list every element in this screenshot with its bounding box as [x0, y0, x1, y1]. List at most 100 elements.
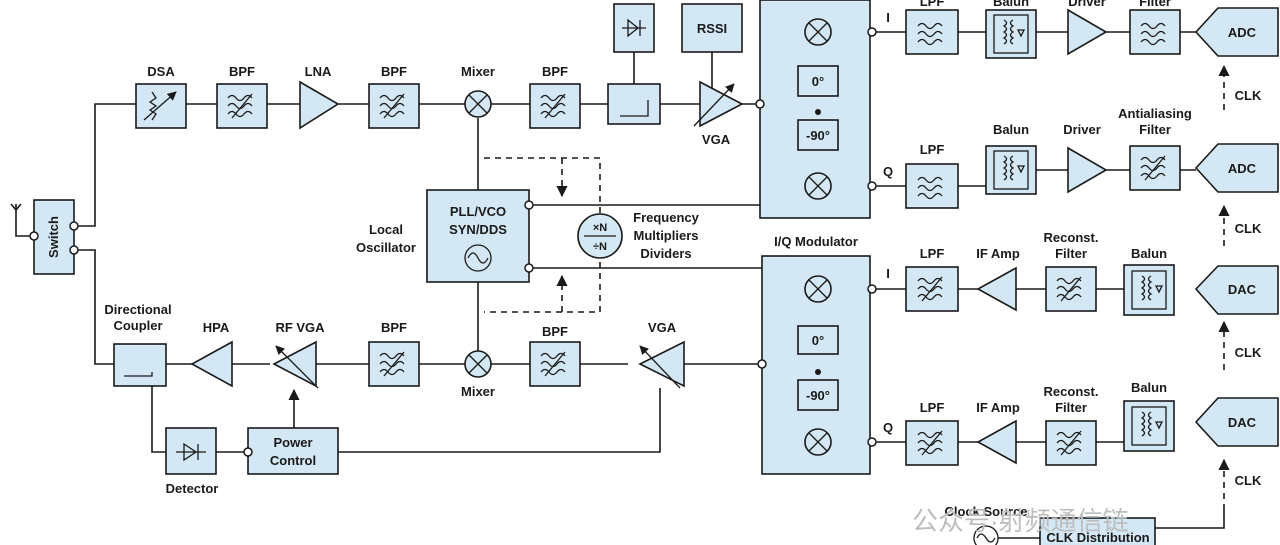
bpf-rx-1: BPF — [216, 64, 268, 129]
tx-i-path: LPF IF Amp Reconst. Filter Balun DAC CLK — [905, 230, 1279, 360]
dac-2-label: DAC — [1228, 415, 1257, 430]
tx-q-lpf-label: LPF — [920, 400, 945, 415]
clock-source-label: Clock Source — [944, 504, 1027, 519]
dac-1-label: DAC — [1228, 282, 1257, 297]
rssi-label: RSSI — [697, 21, 727, 36]
switch-label: Switch — [46, 216, 61, 258]
tx-q-reconst-label: Reconst. — [1044, 384, 1099, 399]
adc-2-label: ADC — [1228, 161, 1257, 176]
bpf-rx-3-label: BPF — [542, 64, 568, 79]
bpf-tx-1: BPF — [368, 320, 420, 387]
watermark-text: 公众号·射频通信链 — [912, 506, 1129, 536]
directional-coupler: Directional Coupler — [104, 302, 172, 387]
rx-i-filter-label: Filter — [1139, 0, 1171, 9]
clock-section: Clock Source CLK Distribution — [944, 504, 1156, 545]
bpf-rx-2: BPF — [368, 64, 420, 129]
lna-label: LNA — [305, 64, 332, 79]
freq-line1: Frequency — [633, 210, 700, 225]
bpf-tx-2: BPF — [529, 324, 581, 387]
bpf-rx-1-label: BPF — [229, 64, 255, 79]
freq-line2: Multipliers — [633, 228, 698, 243]
rx-i-balun-label: Balun — [993, 0, 1029, 9]
rx-i-lpf-label: LPF — [920, 0, 945, 9]
demod-0deg-label: 0° — [812, 74, 824, 89]
vga-rx: VGA — [693, 80, 744, 147]
power-control-block: Power Control — [243, 427, 339, 475]
power-label: Power — [273, 435, 312, 450]
vga-tx: VGA — [638, 320, 685, 389]
clk-distribution-label: CLK Distribution — [1046, 530, 1149, 545]
clk-3-label: CLK — [1235, 345, 1262, 360]
clk-4-label: CLK — [1235, 473, 1262, 488]
bpf-rx-2-label: BPF — [381, 64, 407, 79]
pll-line2: SYN/DDS — [449, 222, 507, 237]
hpa-block: HPA — [190, 320, 233, 388]
switch-block: Switch — [29, 199, 79, 275]
pll-vco-block: PLL/VCO SYN/DDS — [426, 189, 534, 283]
mixer-rx: Mixer — [461, 64, 495, 118]
coupler-rx — [607, 83, 661, 125]
tx-q-path: LPF IF Amp Reconst. Filter Balun DAC CLK — [905, 380, 1279, 488]
iq-modulator: 0° -90° — [757, 255, 877, 475]
dsa-block: DSA — [135, 64, 187, 129]
tx-i-ifamp-label: IF Amp — [976, 246, 1020, 261]
clk-2-label: CLK — [1235, 221, 1262, 236]
rf-vga-label: RF VGA — [275, 320, 325, 335]
detector-label: Detector — [166, 481, 219, 496]
rx-q-balun-label: Balun — [993, 122, 1029, 137]
directional-label: Directional — [104, 302, 171, 317]
mod-q-label: Q — [883, 420, 893, 435]
tx-i-lpf-label: LPF — [920, 246, 945, 261]
detector-tx: Detector — [165, 427, 219, 496]
control-label: Control — [270, 453, 316, 468]
bpf-tx-1-label: BPF — [381, 320, 407, 335]
mixer-tx: Mixer — [461, 350, 495, 399]
rx-q-antialiasing-label: Antialiasing — [1118, 106, 1192, 121]
lna-block: LNA — [299, 64, 340, 130]
rx-q-filter-label: Filter — [1139, 122, 1171, 137]
rx-i-path: LPF Balun Driver Filter ADC CLK — [905, 0, 1279, 103]
oscillator-label: Oscillator — [356, 240, 416, 255]
vga-rx-label: VGA — [702, 132, 731, 147]
tx-q-ifamp-label: IF Amp — [976, 400, 1020, 415]
dsa-label: DSA — [147, 64, 175, 79]
adc-1-label: ADC — [1228, 25, 1257, 40]
local-oscillator-label: Local Oscillator — [356, 222, 416, 255]
mod-i-label: I — [886, 266, 890, 281]
mod-0deg-label: 0° — [812, 333, 824, 348]
tx-i-filter-label: Filter — [1055, 246, 1087, 261]
freq-mult-div-block: ×N ÷N — [577, 213, 623, 259]
freq-mult-label-group: Frequency Multipliers Dividers — [633, 210, 700, 261]
demod-90deg-label: -90° — [806, 128, 830, 143]
tx-i-reconst-label: Reconst. — [1044, 230, 1099, 245]
rf-vga-block: RF VGA — [272, 320, 325, 389]
div-label: ÷N — [593, 241, 607, 253]
detector-rx — [613, 3, 655, 53]
antenna-icon — [10, 203, 22, 214]
iq-demodulator: 0° -90° — [755, 0, 877, 219]
freq-line3: Dividers — [640, 246, 691, 261]
pll-line1: PLL/VCO — [450, 204, 506, 219]
rx-q-path: LPF Balun Driver Antialiasing Filter ADC… — [905, 106, 1279, 236]
coupler-label: Coupler — [113, 318, 162, 333]
demod-i-label: I — [886, 10, 890, 25]
local-label: Local — [369, 222, 403, 237]
rx-q-lpf-label: LPF — [920, 142, 945, 157]
tx-i-balun-label: Balun — [1131, 246, 1167, 261]
demod-q-label: Q — [883, 164, 893, 179]
rssi-block: RSSI — [681, 3, 743, 53]
rx-i-driver-label: Driver — [1068, 0, 1106, 9]
rx-q-driver-label: Driver — [1063, 122, 1101, 137]
tx-q-filter-label: Filter — [1055, 400, 1087, 415]
mixer-tx-label: Mixer — [461, 384, 495, 399]
bpf-tx-2-label: BPF — [542, 324, 568, 339]
iq-modulator-label: I/Q Modulator — [774, 234, 858, 249]
mod-90deg-label: -90° — [806, 388, 830, 403]
bpf-rx-3: BPF — [529, 64, 581, 129]
mixer-rx-label: Mixer — [461, 64, 495, 79]
hpa-label: HPA — [203, 320, 230, 335]
tx-q-balun-label: Balun — [1131, 380, 1167, 395]
mult-label: ×N — [593, 222, 607, 234]
clk-1-label: CLK — [1235, 88, 1262, 103]
